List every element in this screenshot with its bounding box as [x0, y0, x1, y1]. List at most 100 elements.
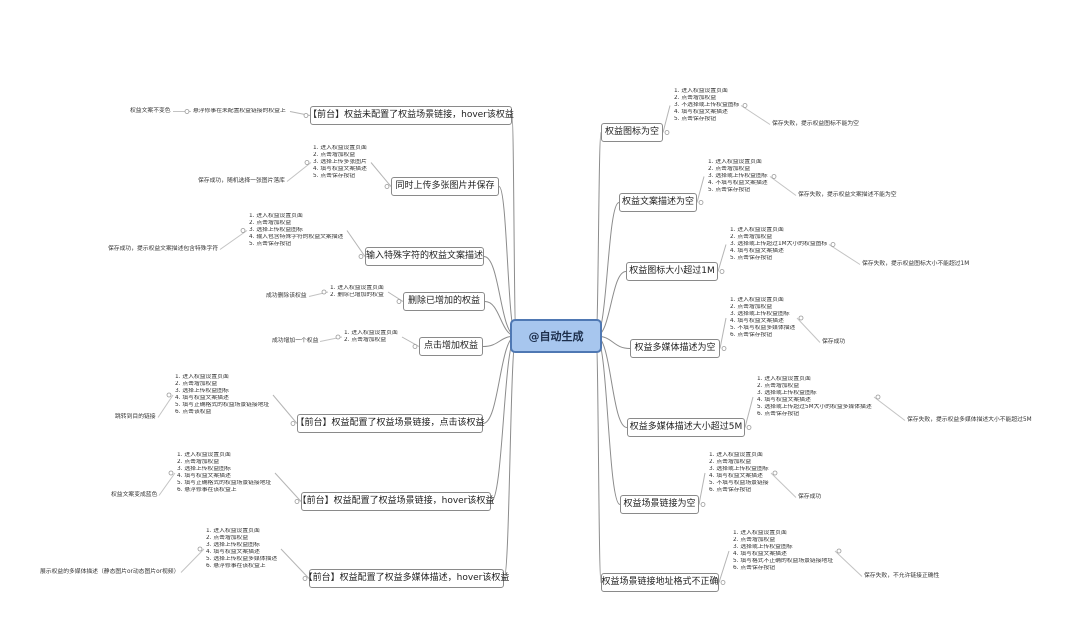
right-node-5[interactable]: 权益场景链接为空 [620, 495, 699, 514]
right-node-4[interactable]: 权益多媒体描述大小超过5M [627, 418, 745, 437]
left-steps-dot-3[interactable] [321, 289, 327, 295]
root-node[interactable]: @自动生成 [510, 319, 602, 353]
right-steps-dot-4[interactable] [875, 394, 881, 400]
left-steps-dot-5[interactable] [166, 392, 172, 398]
left-result-edge-6 [158, 472, 176, 496]
left-node-0[interactable]: 【前台】权益未配置了权益场景链接，hover该权益 [308, 106, 514, 125]
left-node-3[interactable]: 删除已增加的权益 [403, 292, 485, 311]
left-result-0: 权益文案不变色 [130, 108, 171, 114]
left-result-1: 保存成功，随机选择一张图片落库 [198, 178, 285, 184]
right-result-edge-0 [740, 105, 771, 125]
left-node-5[interactable]: 【前台】权益配置了权益场景链接，点击该权益 [296, 414, 485, 433]
left-steps-dot-2[interactable] [240, 228, 246, 233]
right-node-0[interactable]: 权益图标为空 [601, 123, 663, 142]
left-node-7[interactable]: 【前台】权益配置了权益多媒体描述，hover该权益 [304, 569, 509, 588]
left-node-1[interactable]: 同时上传多张图片并保存 [391, 177, 499, 196]
left-steps-dot-0[interactable] [184, 109, 190, 114]
right-result-4: 保存失败，提示权益多媒体描述大小不能超过5M [907, 417, 1032, 423]
left-collapse-dot-0[interactable] [303, 113, 309, 118]
left-steps-dot-1[interactable] [304, 160, 310, 165]
left-edge-7 [503, 335, 517, 579]
right-steps-dot-5[interactable] [772, 470, 778, 476]
right-steps-dot-6[interactable] [836, 548, 842, 554]
left-node-6[interactable]: 【前台】权益配置了权益场景链接，hover该权益 [298, 492, 494, 511]
right-result-edge-4 [873, 396, 906, 421]
left-result-6: 权益文案变成蓝色 [111, 492, 158, 498]
right-steps-dot-0[interactable] [742, 103, 748, 108]
right-node-1[interactable]: 权益文案描述为空 [619, 193, 697, 212]
left-collapse-dot-6[interactable] [294, 499, 300, 504]
right-step-edge-0 [662, 105, 671, 133]
right-node-3[interactable]: 权益多媒体描述为空 [630, 339, 720, 358]
right-step-edge-4 [744, 396, 754, 428]
left-result-edge-7 [180, 548, 205, 573]
left-edge-0 [511, 115, 517, 337]
right-steps-dot-1[interactable] [771, 174, 777, 179]
left-step-edge-2 [346, 230, 366, 257]
left-steps-0: 悬浮修事在未配置权益链接的权益上 [193, 108, 286, 114]
right-result-5: 保存成功 [798, 494, 822, 500]
right-result-edge-5 [770, 472, 797, 498]
right-node-2[interactable]: 权益图标大小超过1M [626, 262, 718, 281]
right-node-6[interactable]: 权益场景链接地址格式不正确 [601, 573, 719, 592]
left-steps-dot-7[interactable] [197, 546, 203, 552]
left-node-2[interactable]: 输入特殊字符的权益文案描述 [365, 247, 484, 266]
left-step-edge-1 [370, 162, 392, 187]
left-result-3: 成功删除该权益 [266, 293, 307, 299]
right-result-3: 保存成功 [822, 339, 846, 345]
right-collapse-dot-6[interactable] [720, 580, 726, 585]
right-collapse-dot-1[interactable] [698, 200, 704, 205]
right-edge-6 [595, 335, 602, 583]
left-steps-dot-4[interactable] [335, 334, 341, 340]
left-collapse-dot-1[interactable] [384, 184, 390, 189]
right-result-6: 保存失败，不允许链接正确性 [864, 573, 940, 579]
left-collapse-dot-2[interactable] [358, 254, 364, 259]
right-step-edge-2 [717, 244, 727, 272]
right-result-edge-6 [834, 550, 863, 577]
right-steps-dot-2[interactable] [830, 242, 836, 247]
right-collapse-dot-3[interactable] [721, 346, 727, 351]
right-collapse-dot-4[interactable] [746, 425, 752, 430]
left-step-edge-7 [280, 548, 310, 579]
right-edge-0 [595, 132, 602, 337]
left-result-5: 跳转到目的链接 [115, 414, 156, 420]
left-result-edge-2 [219, 230, 248, 250]
left-node-4[interactable]: 点击增加权益 [419, 337, 483, 356]
left-collapse-dot-5[interactable] [290, 421, 296, 426]
left-result-4: 成功增加一个权益 [272, 338, 319, 344]
left-collapse-dot-7[interactable] [302, 576, 308, 581]
right-steps-dot-3[interactable] [798, 315, 804, 321]
right-step-edge-5 [698, 472, 706, 505]
left-steps-dot-6[interactable] [168, 470, 174, 476]
left-result-edge-5 [157, 394, 174, 418]
right-result-edge-1 [769, 176, 797, 196]
right-result-edge-2 [828, 244, 861, 265]
left-collapse-dot-3[interactable] [396, 299, 402, 304]
right-collapse-dot-2[interactable] [719, 269, 725, 274]
right-collapse-dot-5[interactable] [700, 502, 706, 507]
right-collapse-dot-0[interactable] [664, 130, 670, 135]
left-collapse-dot-4[interactable] [412, 344, 418, 349]
left-step-edge-5 [272, 394, 298, 424]
right-step-edge-3 [719, 317, 727, 349]
right-result-1: 保存失败，提示权益文案描述不能为空 [798, 192, 897, 198]
left-result-7: 展示权益的多媒体描述（静态图片or动态图片or视频） [40, 569, 180, 575]
right-result-edge-3 [796, 317, 821, 343]
right-step-edge-6 [718, 550, 730, 583]
